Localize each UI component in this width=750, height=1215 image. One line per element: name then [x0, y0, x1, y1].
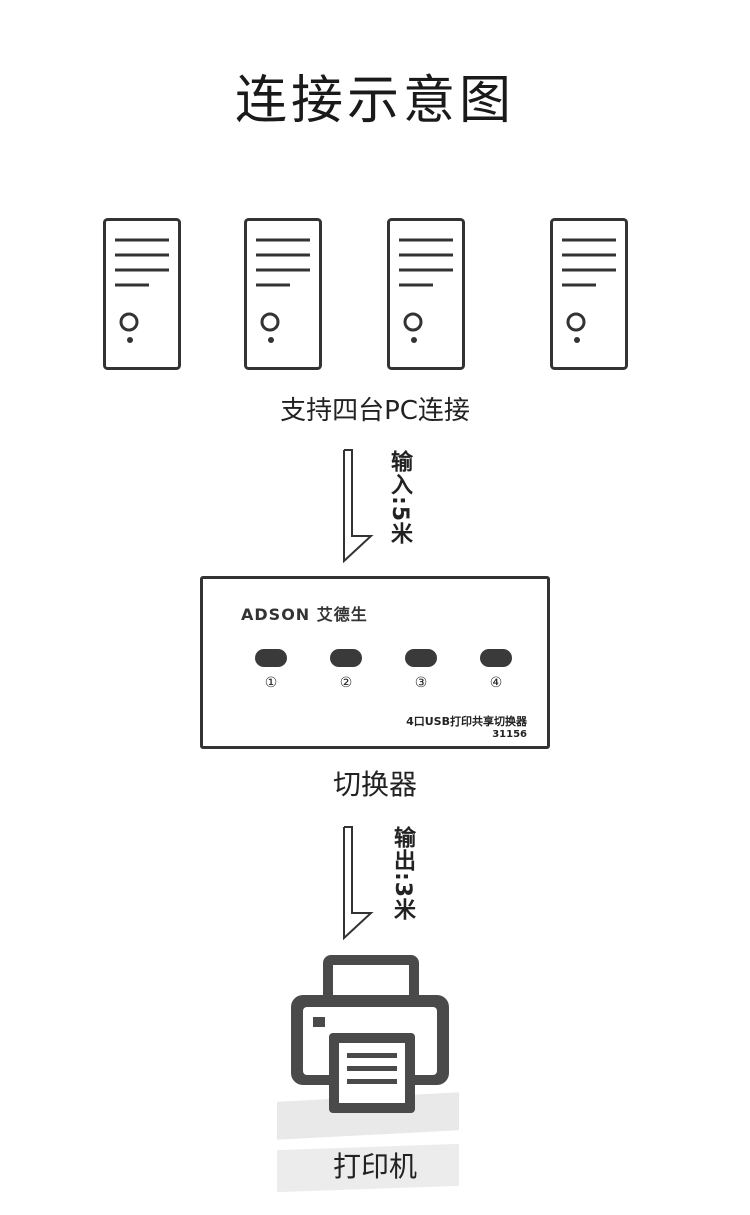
usb-switch-device: ADSON 艾德生 ① ② ③ ④ 4口USB打印共享切换器 31156: [200, 576, 550, 749]
switch-caption: 切换器: [332, 768, 417, 801]
port-indicator: [480, 649, 512, 667]
down-arrow-icon: [343, 826, 374, 940]
port-indicator: [330, 649, 362, 667]
brand-logo: ADSON 艾德生: [241, 605, 368, 624]
diagram-title: 连接示意图: [234, 71, 515, 131]
model-number: 31156: [492, 729, 527, 740]
computers-caption: 支持四台PC连接: [280, 396, 470, 426]
pc-tower-icon: [387, 218, 465, 370]
port-number: ③: [414, 675, 428, 691]
port-number: ①: [264, 675, 278, 691]
pc-tower-icon: [103, 218, 181, 370]
port-indicator: [255, 649, 287, 667]
input-cable-label: 输入:5米: [387, 450, 412, 546]
output-cable-label: 输出:3米: [390, 826, 415, 922]
printer-caption: 打印机: [332, 1150, 417, 1183]
pc-tower-icon: [550, 218, 628, 370]
printer-icon: [291, 955, 449, 1113]
port-indicator: [405, 649, 437, 667]
model-name: 4口USB打印共享切换器: [406, 715, 527, 728]
port-number: ④: [489, 675, 503, 691]
port-number: ②: [339, 675, 353, 691]
down-arrow-icon: [343, 449, 374, 563]
pc-tower-icon: [244, 218, 322, 370]
